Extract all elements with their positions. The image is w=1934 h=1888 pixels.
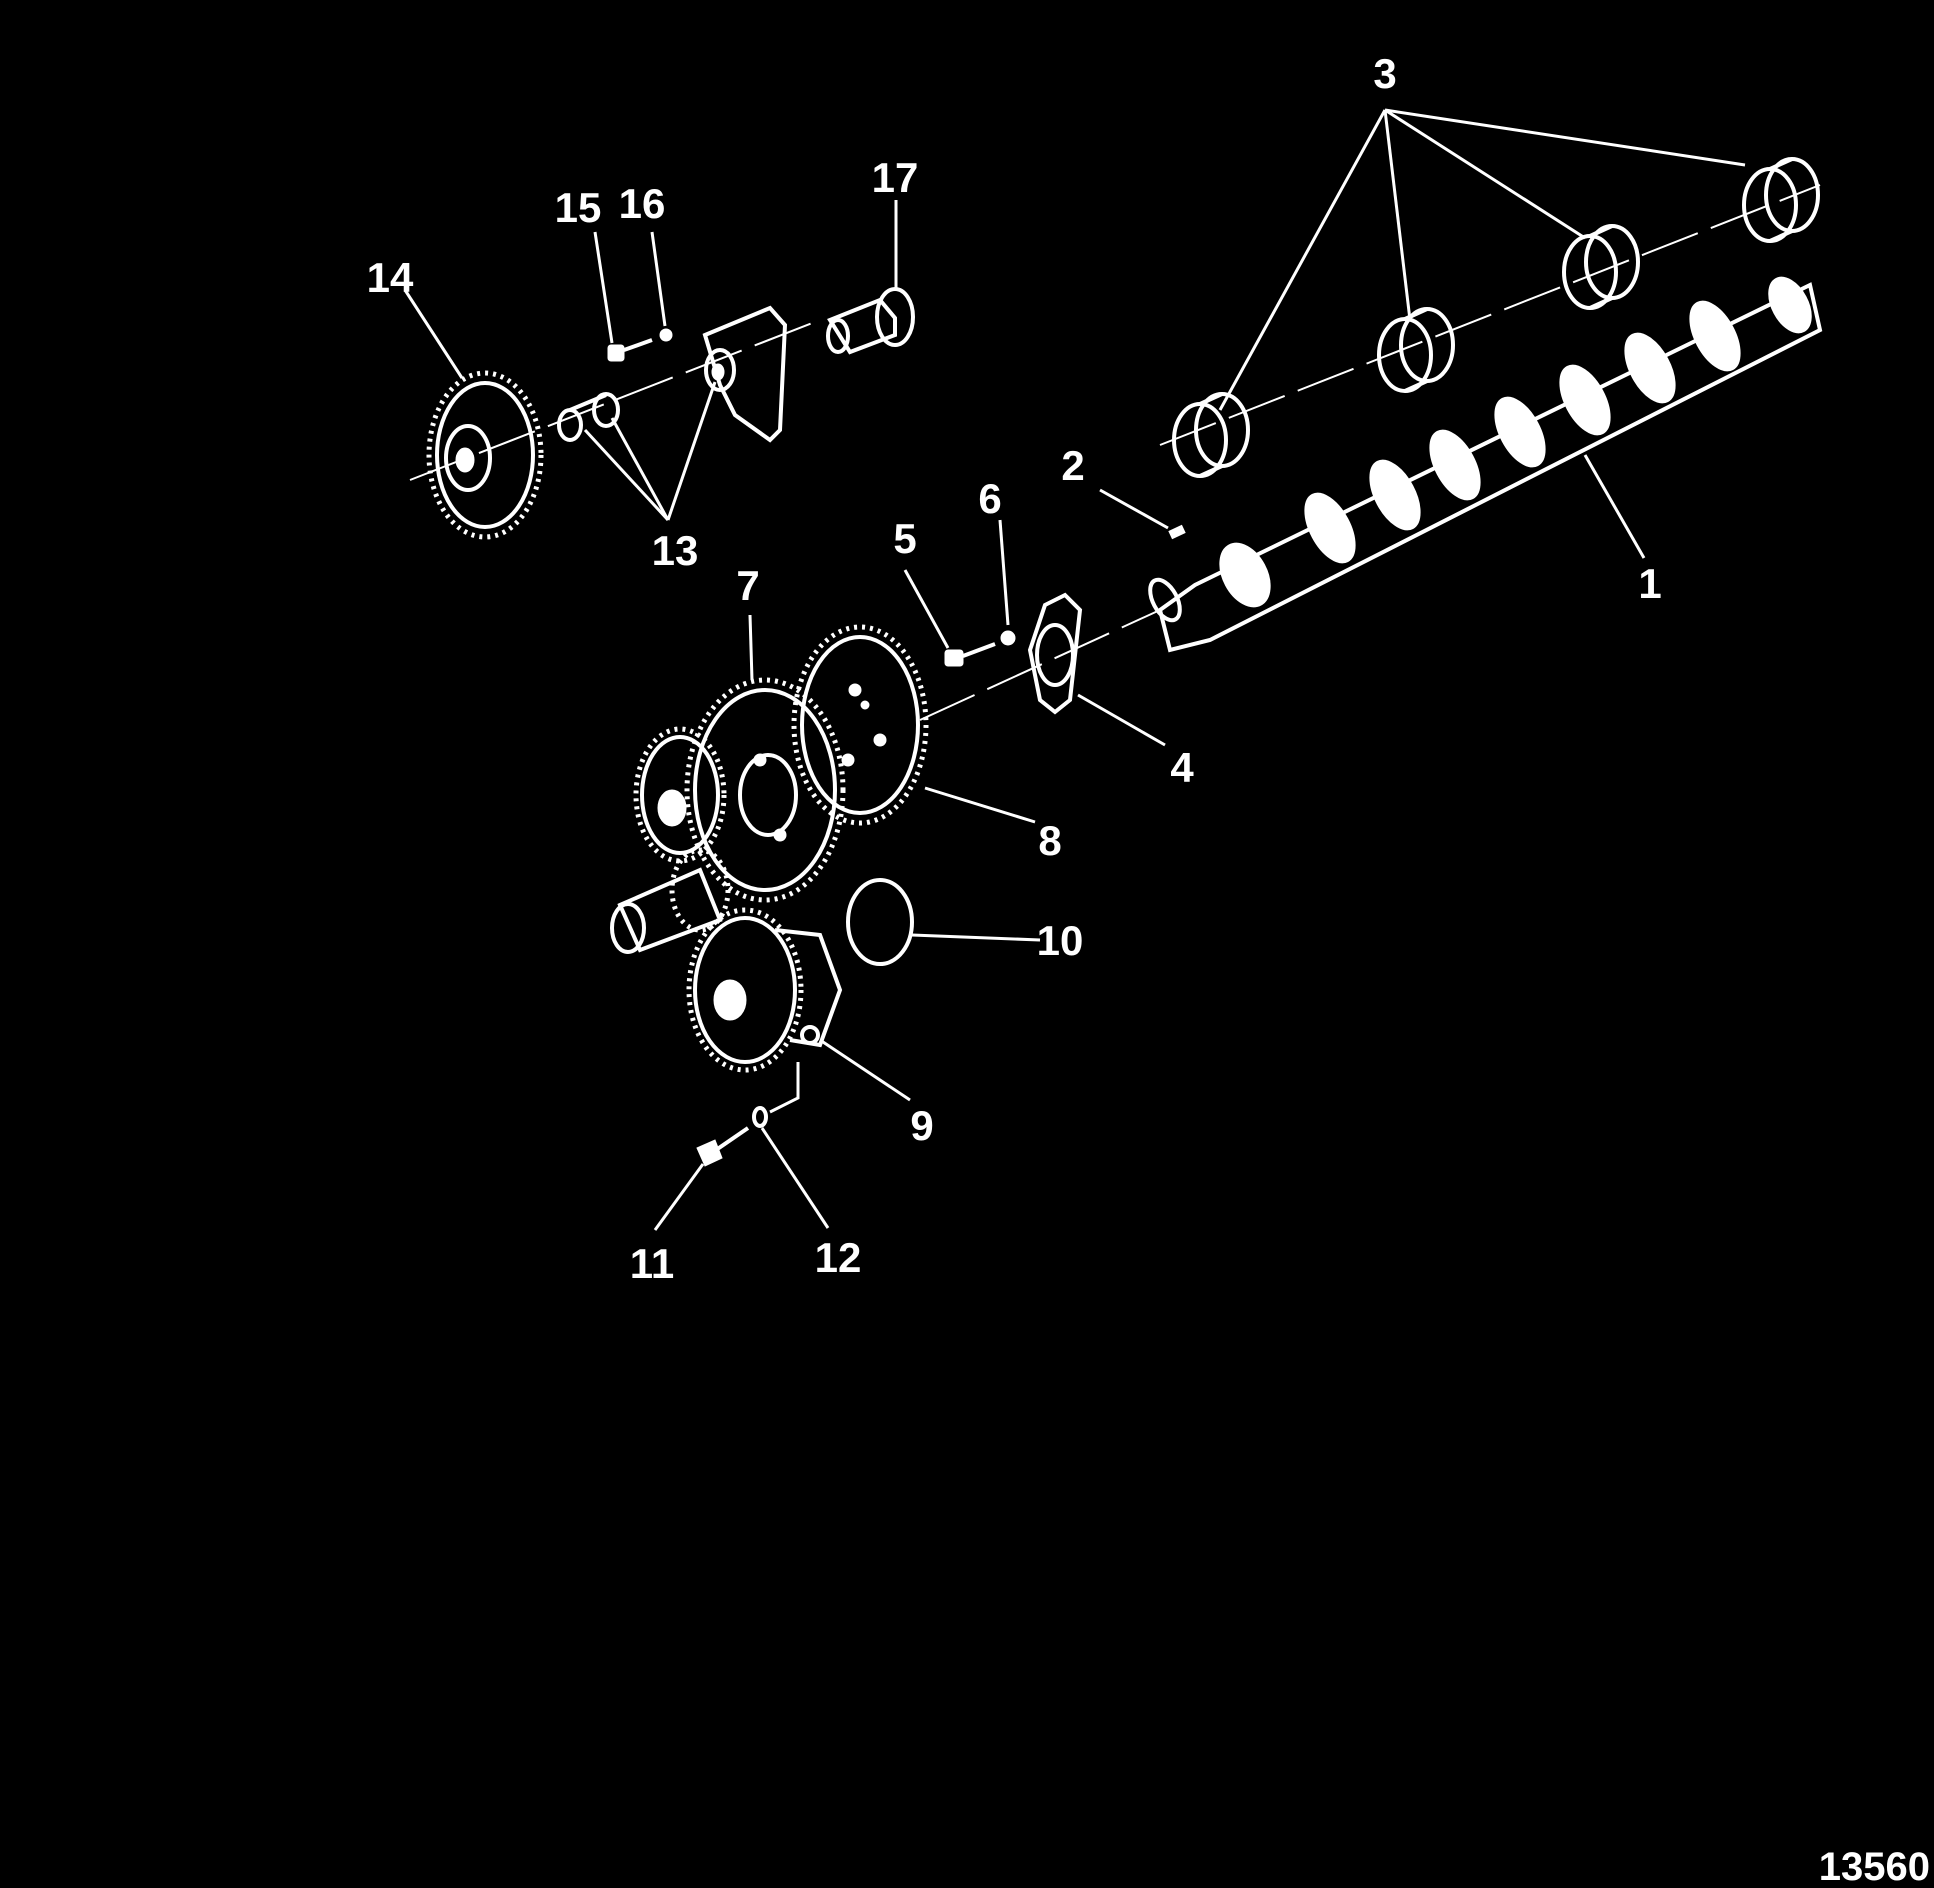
callout-13: 13 [652, 527, 699, 574]
callout-1: 1 [1638, 560, 1661, 607]
callout-10: 10 [1037, 917, 1084, 964]
washer-12 [752, 1106, 768, 1128]
woodruff-key [1168, 524, 1186, 540]
callout-17: 17 [872, 154, 919, 201]
cam-bearing-3 [1562, 224, 1640, 310]
thrust-plate-screw [944, 642, 996, 667]
idler-gear-small [633, 726, 727, 864]
crankshaft-stub [610, 847, 731, 954]
callout-3: 3 [1373, 50, 1396, 97]
bracket-screw-15 [607, 338, 653, 362]
cam-bearings [1172, 157, 1820, 478]
camshaft [1148, 276, 1823, 653]
idler-bracket [702, 305, 788, 443]
callout-16: 16 [619, 180, 666, 227]
washer-16 [659, 328, 673, 342]
callout-15: 15 [555, 184, 602, 231]
figure-number: 13560 [1819, 1845, 1930, 1888]
callout-labels: 1 2 3 4 5 6 7 8 9 10 11 12 13 14 15 16 1… [367, 50, 1662, 1287]
gear-screw-11 [696, 1126, 750, 1167]
cam-bearing-2 [1377, 307, 1455, 393]
thrust-plate-washer [1000, 630, 1016, 646]
idler-shaft-17 [826, 287, 915, 355]
gear-7 [684, 677, 846, 903]
assembly-axes [409, 184, 1821, 721]
idler-gear-14 [426, 370, 544, 540]
callout-9: 9 [910, 1102, 933, 1149]
callout-4: 4 [1170, 744, 1194, 791]
cam-bearing-4 [1742, 157, 1820, 243]
o-ring-10 [846, 878, 914, 966]
callout-12: 12 [815, 1234, 862, 1281]
oil-pump-drive-gear-9 [686, 907, 843, 1073]
camshaft-gear-8 [791, 624, 929, 826]
leader-lines [403, 108, 1746, 1231]
thrust-plate [1027, 592, 1083, 715]
cam-bearing-1 [1172, 392, 1250, 478]
callout-8: 8 [1038, 817, 1061, 864]
callout-14: 14 [367, 254, 414, 301]
callout-7: 7 [736, 562, 759, 609]
callout-5: 5 [893, 515, 916, 562]
callout-6: 6 [978, 475, 1001, 522]
callout-2: 2 [1061, 442, 1084, 489]
callout-11: 11 [630, 1240, 674, 1287]
bushings-13 [557, 392, 620, 442]
